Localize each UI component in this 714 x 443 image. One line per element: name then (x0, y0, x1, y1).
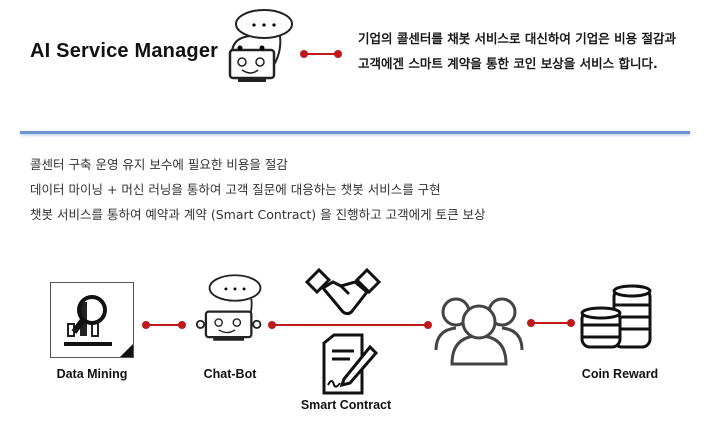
chatbot-robot-icon (228, 9, 293, 82)
smart-contract-label: Smart Contract (300, 398, 392, 412)
connector-line (300, 50, 342, 58)
feature-item: 콜센터 구축 운영 유지 보수에 필요한 비용을 절감 (30, 157, 288, 172)
chatbot-icon (195, 274, 262, 341)
connector-line (268, 321, 432, 329)
coin-stack-icon (580, 284, 652, 349)
connector-line (142, 321, 186, 329)
feature-item: 챗봇 서비스를 통하여 예약과 계약 (Smart Contract) 을 진행… (30, 207, 486, 222)
customers-group-icon (434, 297, 524, 366)
handshake-icon (305, 268, 381, 316)
data-mining-label: Data Mining (56, 367, 128, 381)
feature-list: 콜센터 구축 운영 유지 보수에 필요한 비용을 절감 데이터 마이닝 + 머신… (30, 152, 486, 227)
connector-line (527, 319, 575, 327)
divider (20, 131, 690, 134)
chat-bot-label: Chat-Bot (203, 367, 257, 381)
service-description: 기업의 콜센터를 채봇 서비스로 대신하여 기업은 비용 절감과 고객에겐 스마… (358, 31, 676, 71)
page-title: AI Service Manager (30, 40, 219, 62)
feature-item: 데이터 마이닝 + 머신 러닝을 통하여 고객 질문에 대응하는 챗봇 서비스를… (30, 182, 441, 197)
coin-reward-label: Coin Reward (581, 367, 659, 381)
data-mining-icon (50, 282, 134, 358)
contract-icon (322, 333, 378, 395)
